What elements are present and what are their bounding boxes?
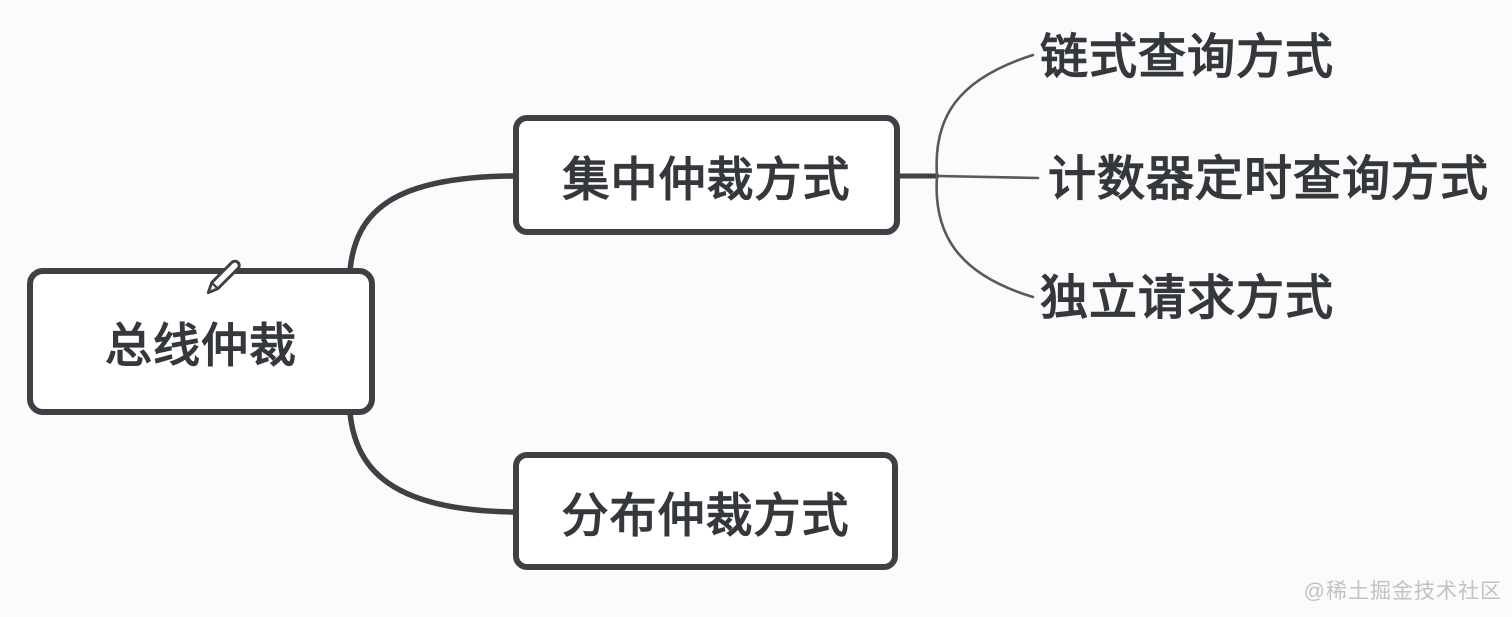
edge-centralized-to-leaf3 — [935, 174, 1035, 299]
edge-root-to-distributed — [347, 410, 516, 515]
node-label: 总线仲裁 — [105, 319, 297, 372]
node-label: 分布仲裁方式 — [561, 488, 850, 542]
edge-root-to-centralized — [347, 173, 516, 273]
watermark: @稀土掘金技术社区 — [1303, 580, 1502, 603]
leaf-independent-request[interactable]: 独立请求方式 — [1040, 272, 1335, 325]
leaf-chained-query[interactable]: 链式查询方式 — [1040, 31, 1335, 84]
node-bus-arbitration[interactable]: 总线仲裁 — [27, 268, 375, 415]
leaf-counter-timed-query[interactable]: 计数器定时查询方式 — [1048, 153, 1490, 206]
node-label: 集中仲裁方式 — [562, 152, 851, 206]
node-centralized-arbitration[interactable]: 集中仲裁方式 — [513, 115, 900, 235]
edge-centralized-to-leaf1 — [935, 53, 1035, 178]
edge-centralized-to-leaf2 — [935, 174, 1040, 180]
pencil-icon — [206, 259, 241, 295]
node-distributed-arbitration[interactable]: 分布仲裁方式 — [513, 452, 898, 570]
